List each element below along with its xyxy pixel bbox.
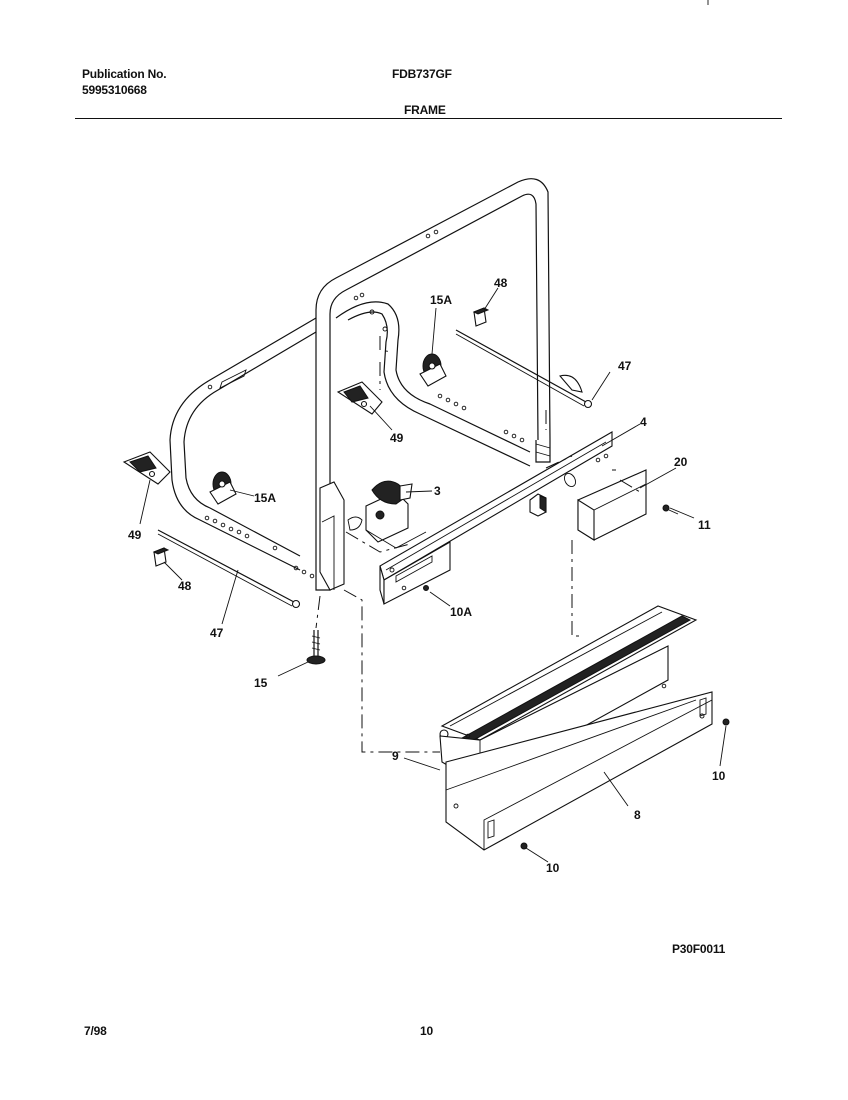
callout-15a-left: 15A [254,491,276,505]
part-47-left-rod [157,529,301,609]
part-47-right-rod [455,329,593,409]
callout-15a-right: 15A [430,293,452,307]
publication-label: Publication No. [82,67,167,81]
footer-date: 7/98 [84,1024,107,1038]
front-brace-part-4 [379,431,613,605]
part-15a-left-support [209,471,237,505]
section-title: FRAME [404,103,446,117]
frame-tube [169,178,551,591]
part-3-valve [347,480,427,549]
callout-15: 15 [254,676,268,690]
part-8-kick-plate [445,691,713,851]
part-15a-right-support [419,353,447,387]
left-rail-holes [204,515,315,579]
part-15-leg-screw [306,630,326,665]
callout-49-mid: 49 [390,431,404,445]
callout-48-left: 48 [178,579,192,593]
callout-47-right: 47 [618,359,632,373]
callout-9: 9 [392,749,399,763]
callout-10-upper: 10 [712,769,726,783]
callout-10-lower: 10 [546,861,560,875]
callout-20: 20 [674,455,688,469]
footer-page-number: 10 [420,1024,433,1038]
part-20-cover [577,469,647,541]
callout-4: 4 [640,415,647,429]
part-10-lower-screw [520,842,528,850]
callout-11: 11 [698,518,711,532]
part-10-upper-screw [722,718,730,726]
callout-8: 8 [634,808,641,822]
callout-48-right: 48 [494,276,508,290]
part-49-mid-bracket [336,381,383,415]
callout-3: 3 [434,484,441,498]
leader-lines [139,287,727,863]
figure-code: P30F0011 [672,942,726,956]
model-number: FDB737GF [392,67,452,81]
callout-47-left: 47 [210,626,224,640]
part-11-screw [662,504,679,515]
publication-number: 5995310668 [82,83,147,97]
callout-10a: 10A [450,605,472,619]
part-48-right-clip [472,307,490,327]
assembly-lines [315,336,641,753]
part-10a-screw [423,585,429,591]
part-48-left-clip [152,547,170,567]
callout-49-left: 49 [128,528,142,542]
right-rail-holes [437,393,525,443]
part-49-left-bracket [122,451,171,485]
header-rule [75,118,782,119]
